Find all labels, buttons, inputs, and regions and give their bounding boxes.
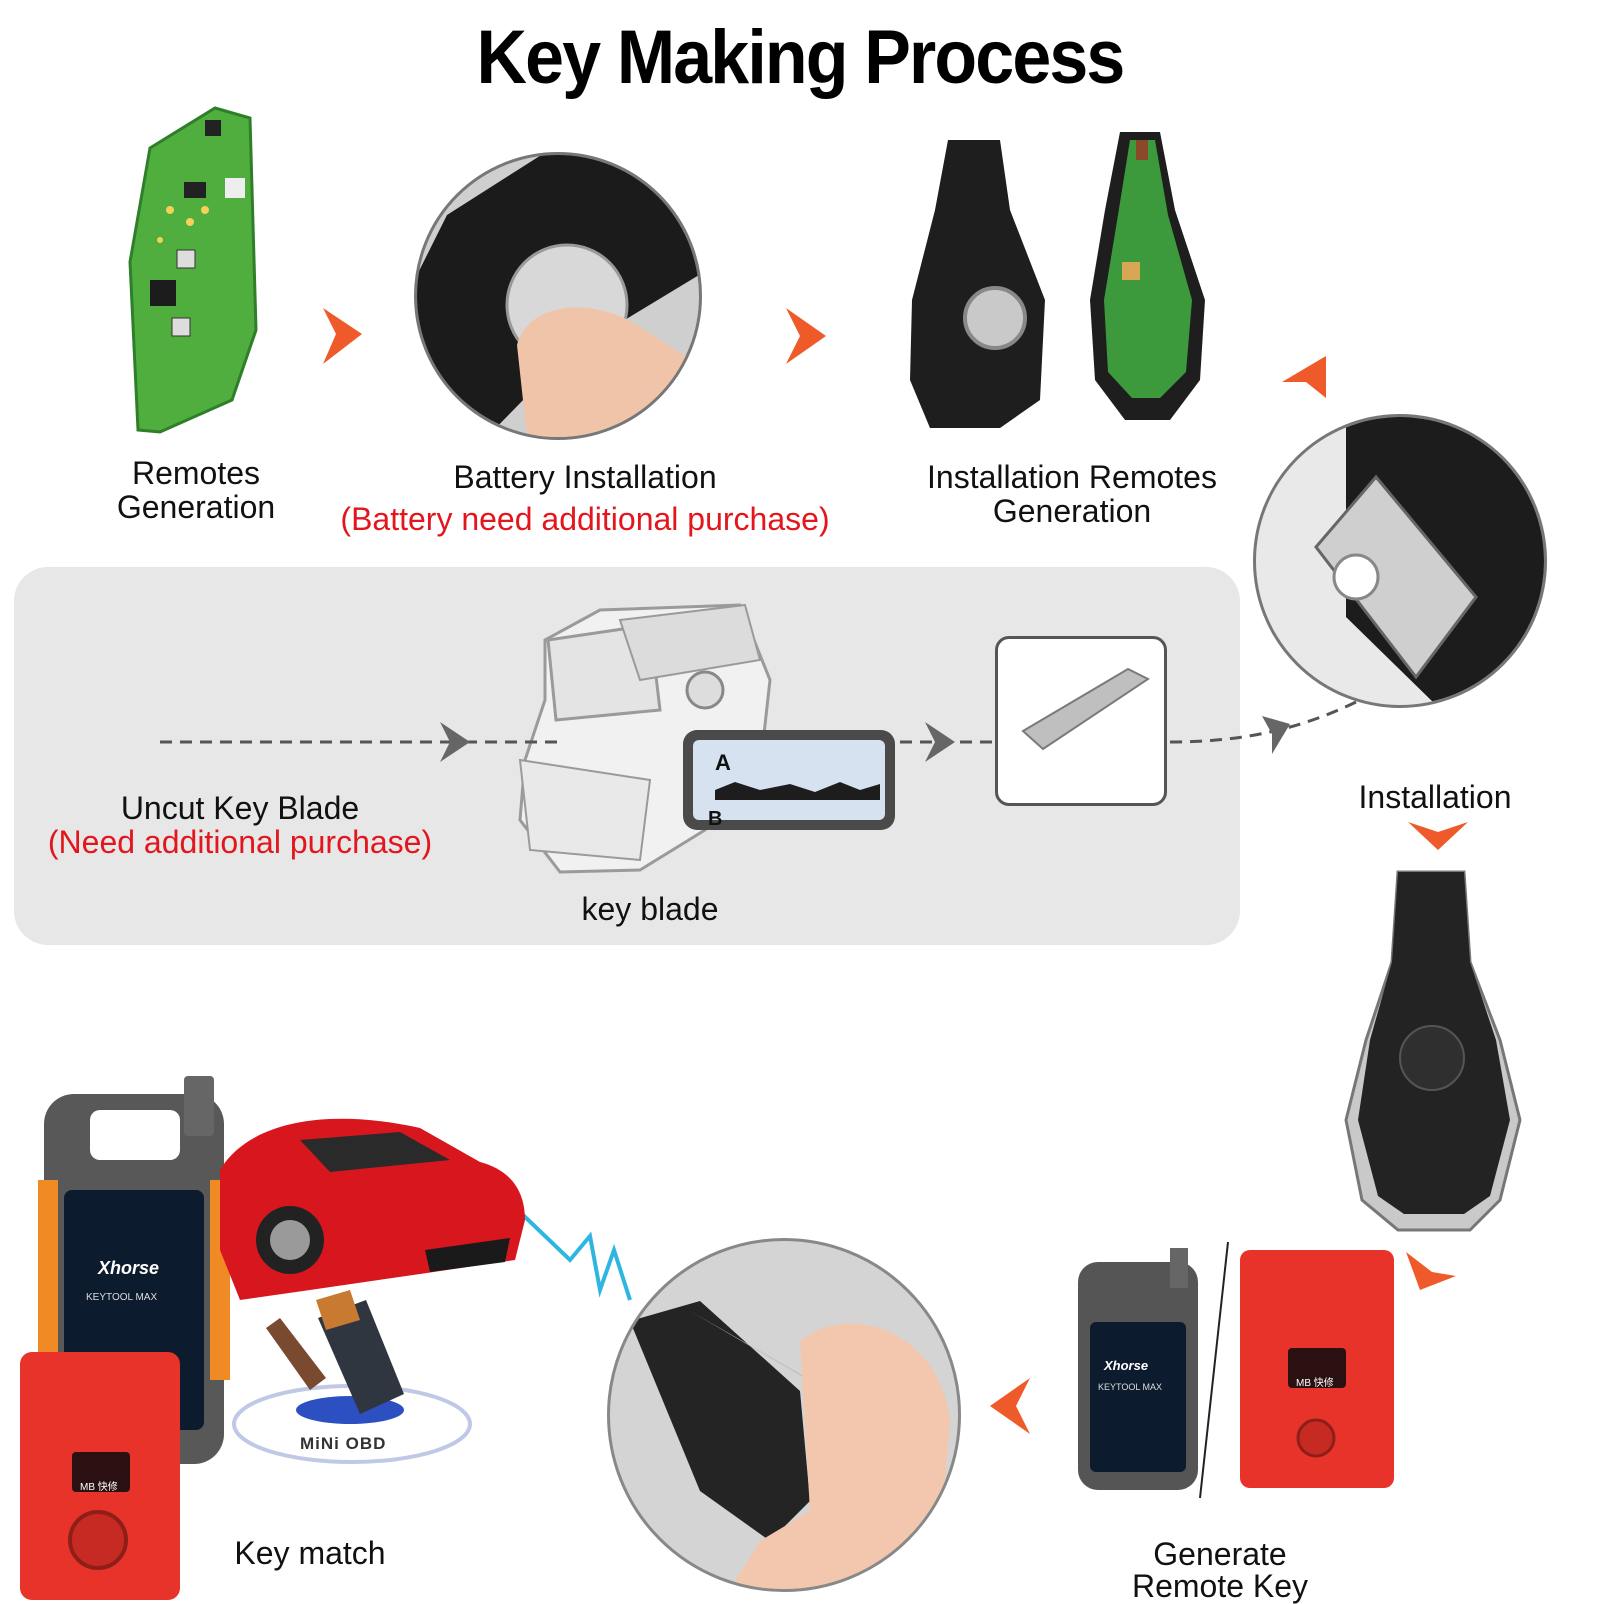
label-battery-installation: Battery Installation (Battery need addit… <box>330 460 840 536</box>
label-remotes-generation: Remotes Generation <box>116 455 276 525</box>
label-key-blade: key blade <box>581 891 719 927</box>
label-uncut-key-blade: Uncut Key Blade (Need additional purchas… <box>20 791 460 859</box>
hand-holding-key-image <box>607 1238 961 1592</box>
label-key-match: Key match <box>234 1535 386 1571</box>
battery-note: (Battery need additional purchase) <box>340 501 830 537</box>
label-generate-remote-key: Generate Remote Key <box>1131 1536 1309 1604</box>
cutter-label-b: B <box>708 808 723 830</box>
battery-installation-image <box>414 152 702 440</box>
device-model-large: KEYTOOL MAX <box>86 1292 158 1303</box>
device-model-small: KEYTOOL MAX <box>1098 1382 1163 1392</box>
device-brand-small: Xhorse <box>1104 1358 1149 1373</box>
label-installation-remotes-generation: Installation Remotes Generation <box>927 459 1217 529</box>
mini-obd-label: MiNi OBD <box>300 1434 387 1453</box>
label-installation: Installation <box>1358 779 1512 815</box>
cutter-label-a: A <box>715 750 731 775</box>
device-mb-small: MB 快修 <box>1296 1378 1334 1389</box>
device-mb-large: MB 快修 <box>80 1482 118 1493</box>
uncut-note: (Need additional purchase) <box>47 824 433 860</box>
device-brand-large: Xhorse <box>98 1258 160 1278</box>
cut-key-blade-image <box>995 636 1167 806</box>
installation-closeup-image <box>1253 414 1547 708</box>
page-title: Key Making Process <box>476 15 1126 100</box>
